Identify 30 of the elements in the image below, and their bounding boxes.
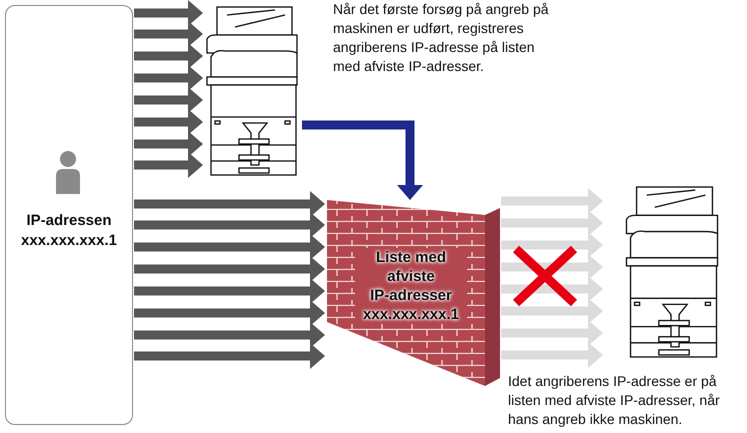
arrow: [134, 109, 203, 135]
arrow: [134, 256, 325, 282]
arrow: [134, 278, 325, 304]
arrow: [501, 210, 603, 236]
ip-address-text: IP-adressen xxx.xxx.xxx.1: [20, 211, 118, 251]
arrow: [134, 43, 203, 69]
arrow: [134, 322, 325, 348]
arrow: [501, 298, 603, 324]
arrow: [501, 320, 603, 346]
arrow: [134, 191, 325, 217]
arrow: [501, 276, 603, 302]
arrow: [134, 234, 325, 260]
arrow: [134, 0, 203, 26]
sender-panel: [5, 5, 133, 425]
arrow: [134, 65, 203, 91]
arrow: [134, 131, 203, 157]
arrow: [302, 120, 423, 200]
arrow: [134, 87, 203, 113]
note-text: Idet angriberens IP-adresse er på listen med afviste IP-adresser, når hans angreb ikke maskinen.: [508, 372, 721, 429]
arrow: [501, 254, 603, 280]
arrow: [134, 343, 325, 369]
arrow: [134, 21, 203, 47]
note-text: Når det første forsøg på angreb på maskinen er udført, registreres angriberens IP-adresse på listen med afviste IP-adresser.: [333, 0, 550, 76]
arrow: [501, 188, 603, 214]
arrow: [134, 152, 203, 178]
arrow: [501, 342, 603, 368]
blocked-list-text: Liste med afviste IP-adresser xxx.xxx.xxx.1: [355, 248, 467, 324]
arrow: [134, 300, 325, 326]
arrow: [501, 232, 603, 258]
arrow: [134, 212, 325, 238]
